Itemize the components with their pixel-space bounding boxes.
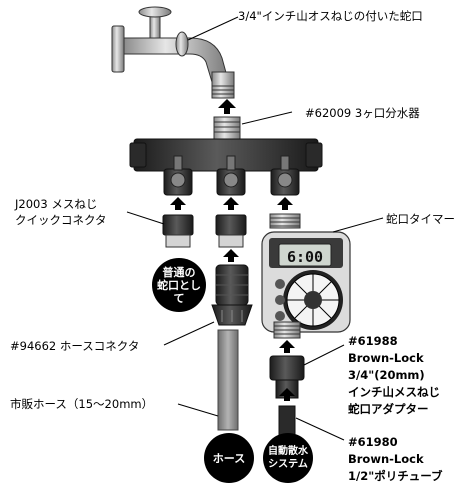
arrow-down-icon [279, 388, 295, 401]
auto-irrigation-badge-line1: 自動散水 [268, 446, 308, 457]
splitter-leader-line [241, 111, 293, 125]
quick-connector-leader-line [126, 211, 165, 225]
normal-faucet-badge-line2: 蛇口として [157, 278, 201, 305]
hose-leader-line [177, 403, 219, 417]
timer-leader-line [332, 217, 384, 233]
normal-faucet-badge-line1: 普通の [162, 265, 196, 279]
garden-hose [217, 329, 239, 431]
faucet-timer-illustration [261, 231, 351, 339]
hose-connector-illustration [211, 264, 253, 326]
adapter-label-line5: 蛇口アダプター [348, 402, 429, 416]
tube-label-line3: 1/2"ポリチューブ [348, 469, 443, 483]
adapter-label-line1: #61988 [348, 334, 398, 348]
tube-leader-line [295, 417, 345, 441]
quick-connector-illustration [162, 213, 301, 248]
normal-faucet-badge: 普通の 蛇口として [152, 258, 206, 312]
hose-label: 市販ホース（15〜20mm） [10, 397, 154, 411]
splitter-label: #62009 3ヶ口分水器 [305, 106, 420, 120]
quick-connector-label-line1: J2003 メスねじ [15, 197, 98, 211]
auto-irrigation-badge: 自動散水 システム [263, 433, 313, 483]
arrow-down-icon [223, 249, 239, 262]
faucet-leader-line [187, 16, 239, 41]
tube-label-line2: Brown-Lock [348, 452, 424, 466]
adapter-label-line2: Brown-Lock [348, 351, 424, 365]
arrow-down-icon [218, 99, 236, 114]
timer-label: 蛇口タイマー [386, 212, 455, 226]
timer-display-time: 6:00 [286, 248, 324, 266]
hose-connector-label: #94662 ホースコネクタ [10, 339, 140, 353]
faucet-illustration [111, 6, 235, 99]
hose-badge: ホース [204, 433, 254, 483]
adapter-label-line3: 3/4"(20mm) [348, 368, 425, 382]
faucet-label: 3/4"インチ山オスねじの付いた蛇口 [238, 9, 423, 23]
splitter-illustration [129, 116, 323, 196]
arrow-down-icon [170, 197, 293, 210]
hose-connector-leader-line [163, 321, 215, 346]
arrow-down-icon [279, 340, 295, 353]
hose-badge-text: ホース [212, 451, 246, 465]
adapter-leader-line [303, 344, 345, 366]
quick-connector-label-line2: クイックコネクタ [15, 213, 107, 227]
tube-label-line1: #61980 [348, 435, 398, 449]
auto-irrigation-badge-line2: システム [268, 459, 308, 470]
adapter-label-line4: インチ山メスねじ [348, 385, 440, 399]
